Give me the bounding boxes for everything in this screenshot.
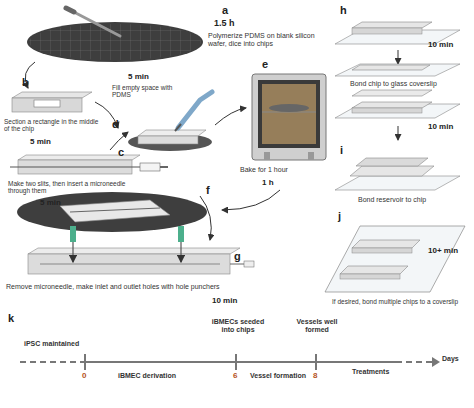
time-label: 10 min [428,40,453,49]
timeline [20,354,440,370]
step-description: Bond chip to glass coverslip [350,80,437,88]
pipette-chip [128,92,212,151]
step-arrow [200,196,211,240]
panel-letter: g [234,250,241,263]
step-description: Section a rectangle in the middle of the… [4,118,100,133]
panel-letter: k [8,312,14,325]
panel-letter: h [340,4,347,17]
step-description: Polymerize PDMS on blank silicon wafer, … [208,32,328,48]
step-description: Fill empty space with PDMS [112,84,182,99]
panel-letter: f [206,184,210,197]
step-arrow [215,108,246,125]
step-description: Bake for 1 hour [240,166,288,174]
panel-letter: j [338,210,341,223]
time-label: Vessels well formed [290,318,344,334]
step-description: Remove microneedle, make inlet and outle… [6,283,236,291]
step-description: If desired, bond multiple chips to a cov… [332,298,468,305]
time-label: Vessel formation [250,372,306,380]
time-label: 6 [233,371,237,380]
time-label: iBMEC derivation [118,372,176,380]
step-description: Bond reservoir to chip [358,196,426,204]
panel-letter: c [118,146,124,159]
panel-letter: e [262,58,268,71]
time-label: 5 min [128,72,149,81]
time-label: 1.5 h [214,18,235,28]
needle-chip [10,155,168,174]
panel-letter: a [222,4,228,17]
multi-chip-coverslip [325,226,465,292]
time-label: 5 min [40,198,61,207]
time-label: iBMECs seeded into chips [206,318,270,334]
panel-letter: b [22,76,29,89]
time-label: 8 [313,371,317,380]
wafer [27,8,203,62]
coverslip-stack [335,22,460,190]
time-label: 10+ min [428,246,458,255]
step-arrow [222,190,280,210]
panel-letter: i [340,144,343,157]
time-label: 5 min [30,137,51,146]
punched-chip [28,226,254,274]
panel-letter: d [112,118,119,131]
time-label: Days [442,355,459,363]
time-label: 10 min [212,296,237,305]
time-label: 1 h [262,178,274,187]
time-label: 10 min [428,122,453,131]
time-label: iPSC maintained [24,340,79,348]
step-description: Make two slits, then insert a microneedl… [8,180,144,195]
time-label: 0 [82,371,86,380]
time-label: Treatments [352,368,389,376]
oven [252,74,326,160]
chip [12,92,92,112]
